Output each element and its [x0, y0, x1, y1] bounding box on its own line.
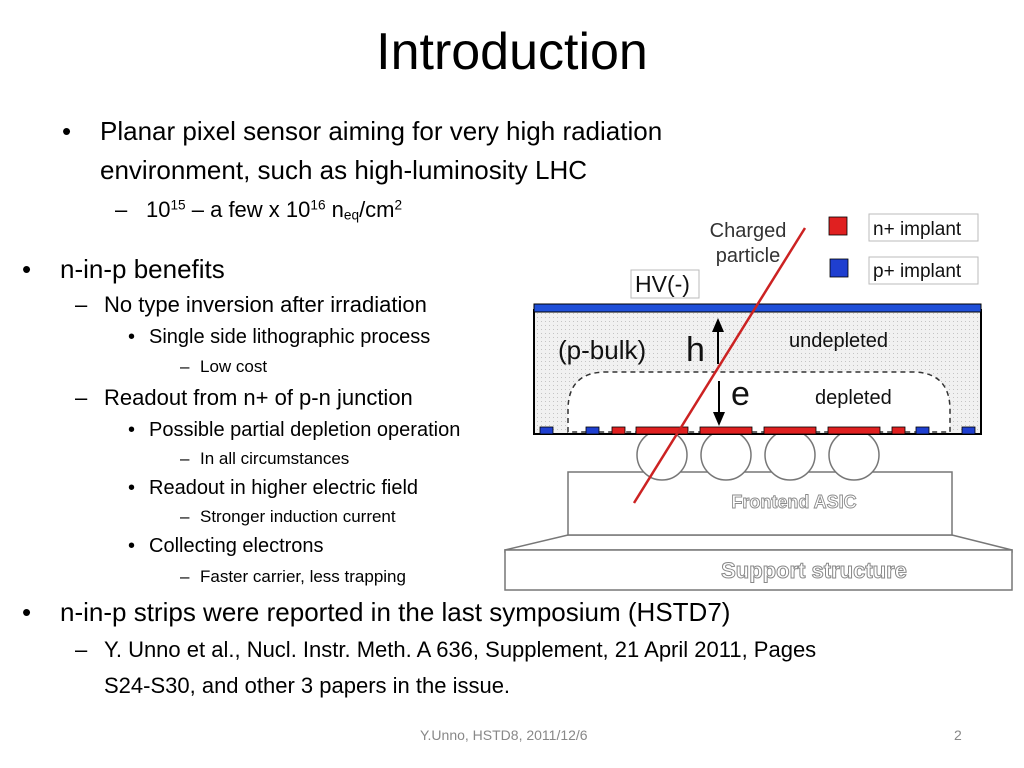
item-all-circumstances: In all circumstances [200, 449, 350, 468]
legend-n-label: n+ implant [873, 219, 962, 240]
bullet-dot: • [128, 477, 136, 499]
support-structure-label: Support structure [721, 558, 907, 583]
bullet-1-line-1: Planar pixel sensor aiming for very high… [100, 116, 663, 146]
bump-bond [700, 429, 752, 481]
hv-electrode [533, 303, 982, 313]
footer-text: Y.Unno, HSTD8, 2011/12/6 [420, 727, 588, 743]
hv-label-box [630, 269, 700, 299]
item-single-side: Single side lithographic process [149, 326, 431, 348]
p-implant-swatch [829, 258, 849, 278]
bump-bond [764, 429, 816, 481]
dash-marker: – [180, 507, 190, 526]
page-title: Introduction [376, 23, 648, 81]
bump-bond [828, 429, 880, 481]
item-partial-depletion: Possible partial depletion operation [149, 419, 461, 441]
dash-marker: – [75, 385, 88, 410]
depleted-label: depleted [815, 387, 892, 409]
bullet-dot: • [128, 326, 136, 348]
dash-marker: – [75, 292, 88, 317]
legend-n-box [868, 213, 979, 242]
item-low-cost: Low cost [200, 357, 268, 376]
frontend-asic-label: Frontend ASIC [731, 492, 856, 512]
bullet-dot: • [62, 116, 72, 146]
bump-bond [636, 429, 688, 481]
bullet-dot: • [22, 254, 32, 284]
dash-marker: – [75, 637, 88, 662]
n-implant-swatch [828, 216, 848, 236]
legend-p-label: p+ implant [873, 261, 962, 282]
bullet-dot: • [128, 419, 136, 441]
particle-track [632, 227, 807, 504]
dash-marker: – [115, 197, 128, 222]
bullet-dot: • [22, 597, 32, 627]
fluence-range: 1015 – a few x 1016 neq/cm2 [146, 197, 403, 223]
p-implants [539, 426, 976, 435]
electron-label: e [731, 375, 750, 413]
frontend-asic [567, 471, 953, 536]
charged-particle-label: particle [716, 245, 780, 267]
reference-line-1: Y. Unno et al., Nucl. Instr. Meth. A 636… [104, 637, 817, 662]
page-number: 2 [954, 727, 962, 743]
n-implants [611, 426, 906, 435]
charged-particle-label: Charged [710, 220, 787, 242]
support-structure [504, 549, 1013, 591]
reference-line-2: S24-S30, and other 3 papers in the issue… [104, 673, 511, 698]
legend-p-box [868, 256, 979, 285]
undepleted-label: undepleted [789, 330, 888, 352]
item-higher-field: Readout in higher electric field [149, 477, 419, 499]
sensor-bulk [533, 309, 982, 435]
item-trapping: Faster carrier, less trapping [200, 567, 406, 586]
bullet-3-text: n-in-p strips were reported in the last … [60, 597, 731, 627]
item-induction: Stronger induction current [200, 507, 396, 526]
hole-arrow-icon [712, 318, 724, 332]
dash-marker: – [180, 357, 190, 376]
item-no-inversion: No type inversion after irradiation [104, 292, 427, 317]
p-bulk-label: (p-bulk) [558, 335, 646, 365]
support-bevel [504, 534, 1013, 551]
support-structure-top [504, 549, 1013, 553]
item-electrons: Collecting electrons [149, 535, 324, 557]
hv-label: HV(-) [635, 271, 690, 297]
bullet-1-line-2: environment, such as high-luminosity LHC [100, 155, 587, 185]
dash-marker: – [180, 449, 190, 468]
bullet-dot: • [128, 535, 136, 557]
item-readout-n: Readout from n+ of p-n junction [104, 385, 413, 410]
hole-label: h [686, 331, 705, 369]
bullet-2-text: n-in-p benefits [60, 254, 225, 284]
depleted-region [567, 371, 951, 433]
depleted-label-box [812, 384, 904, 410]
electron-arrow-icon [713, 412, 725, 426]
dash-marker: – [180, 567, 190, 586]
